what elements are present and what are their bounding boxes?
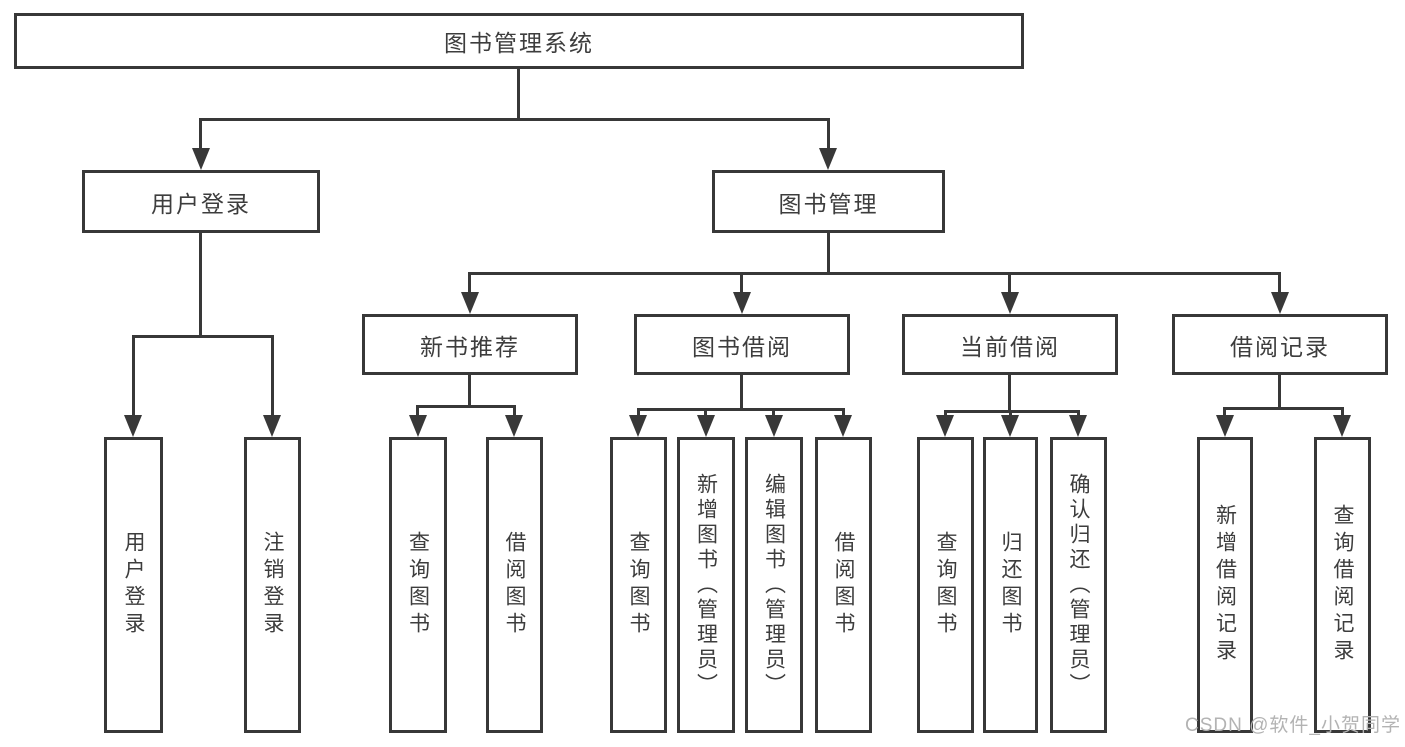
node-book-borrow: 图书借阅 — [634, 314, 850, 375]
connector-shaft-query-record — [1341, 407, 1344, 417]
leaf-query-record: 查询借阅记录 — [1314, 437, 1371, 733]
connector-borrow-record-bar — [1223, 407, 1343, 410]
arrowhead-return-book — [1001, 415, 1019, 437]
connector-new-book-bar — [416, 405, 516, 408]
arrowhead-borrow-book-2 — [834, 415, 852, 437]
leaf-add-book-label: 新增图书（管理员） — [694, 472, 718, 698]
leaf-user-login: 用户登录 — [104, 437, 163, 733]
arrowhead-query-record — [1333, 415, 1351, 437]
connector-shaft-query-book-3 — [944, 410, 947, 417]
connector-user-login-bar — [132, 335, 274, 338]
node-book-borrow-label: 图书借阅 — [692, 333, 792, 360]
leaf-logout-label: 注销登录 — [261, 531, 284, 639]
connector-shaft-borrow-book-2 — [842, 408, 845, 417]
connector-root-stem — [517, 69, 520, 118]
leaf-query-book-2-label: 查询图书 — [627, 531, 650, 639]
node-user-login: 用户登录 — [82, 170, 320, 233]
connector-shaft-borrow-record — [1278, 272, 1281, 295]
leaf-edit-book-label: 编辑图书（管理员） — [762, 472, 786, 698]
leaf-query-book-1-label: 查询图书 — [406, 531, 430, 639]
connector-shaft-query-book-2 — [637, 408, 640, 417]
node-root-label: 图书管理系统 — [444, 30, 594, 56]
connector-new-book-stem — [468, 375, 471, 405]
connector-current-borrow-stem — [1008, 375, 1011, 410]
connector-book-mgmt-stem — [827, 233, 830, 272]
leaf-user-login-label: 用户登录 — [122, 531, 145, 639]
arrowhead-confirm-return — [1069, 415, 1087, 437]
node-borrow-record-label: 借阅记录 — [1230, 333, 1330, 360]
leaf-borrow-book-2-label: 借阅图书 — [832, 531, 855, 639]
connector-shaft-add-book — [704, 408, 707, 417]
node-new-book-rec-label: 新书推荐 — [420, 333, 520, 360]
leaf-query-book-3: 查询图书 — [917, 437, 974, 733]
node-user-login-label: 用户登录 — [151, 190, 251, 217]
leaf-borrow-book-1: 借阅图书 — [486, 437, 543, 733]
arrowhead-borrow-book-1 — [505, 415, 523, 437]
leaf-return-book-label: 归还图书 — [999, 531, 1022, 639]
arrowhead-current-borrow — [1001, 292, 1019, 314]
leaf-confirm-return-label: 确认归还（管理员） — [1067, 472, 1090, 698]
leaf-add-record-label: 新增借阅记录 — [1213, 504, 1237, 666]
arrowhead-book-borrow — [733, 292, 751, 314]
arrowhead-leaf-logout — [263, 415, 281, 437]
connector-current-borrow-bar — [944, 410, 1080, 413]
node-book-mgmt: 图书管理 — [712, 170, 945, 233]
connector-borrow-record-stem — [1278, 375, 1281, 407]
arrowhead-add-book — [697, 415, 715, 437]
connector-shaft-edit-book — [772, 408, 775, 417]
leaf-confirm-return: 确认归还（管理员） — [1050, 437, 1107, 733]
leaf-add-record: 新增借阅记录 — [1197, 437, 1253, 733]
watermark: CSDN @软件_小贺同学 — [1185, 715, 1401, 736]
connector-shaft-book-mgmt — [827, 118, 830, 151]
arrowhead-edit-book — [765, 415, 783, 437]
arrowhead-borrow-record — [1271, 292, 1289, 314]
leaf-query-book-1: 查询图书 — [389, 437, 447, 733]
node-root: 图书管理系统 — [14, 13, 1024, 69]
arrowhead-add-record — [1216, 415, 1234, 437]
connector-book-mgmt-bar — [468, 272, 1281, 275]
connector-book-borrow-stem — [740, 375, 743, 408]
connector-shaft-confirm-return — [1077, 410, 1080, 417]
connector-shaft-new-book — [468, 272, 471, 295]
leaf-edit-book: 编辑图书（管理员） — [745, 437, 803, 733]
node-borrow-record: 借阅记录 — [1172, 314, 1388, 375]
leaf-query-book-3-label: 查询图书 — [934, 531, 957, 639]
arrowhead-book-mgmt — [819, 148, 837, 170]
node-current-borrow: 当前借阅 — [902, 314, 1118, 375]
connector-shaft-user-login — [199, 118, 202, 151]
connector-root-bar — [200, 118, 829, 121]
node-book-mgmt-label: 图书管理 — [778, 190, 879, 217]
leaf-query-book-2: 查询图书 — [610, 437, 667, 733]
leaf-borrow-book-1-label: 借阅图书 — [503, 531, 526, 639]
arrowhead-leaf-user-login — [124, 415, 142, 437]
connector-book-borrow-bar — [637, 408, 845, 411]
arrowhead-user-login — [192, 148, 210, 170]
connector-shaft-leaf-logout — [271, 335, 274, 417]
arrowhead-query-book-1 — [409, 415, 427, 437]
leaf-query-record-label: 查询借阅记录 — [1331, 504, 1354, 666]
leaf-logout: 注销登录 — [244, 437, 301, 733]
leaf-add-book: 新增图书（管理员） — [677, 437, 735, 733]
leaf-borrow-book-2: 借阅图书 — [815, 437, 872, 733]
connector-shaft-leaf-user-login — [132, 335, 135, 417]
connector-user-login-stem — [199, 233, 202, 335]
node-new-book-rec: 新书推荐 — [362, 314, 578, 375]
connector-shaft-return-book — [1009, 410, 1012, 417]
connector-shaft-current-borrow — [1008, 272, 1011, 295]
arrowhead-query-book-2 — [629, 415, 647, 437]
connector-shaft-borrow-book-1 — [513, 405, 516, 417]
connector-shaft-query-book-1 — [416, 405, 419, 417]
connector-shaft-book-borrow — [740, 272, 743, 295]
connector-shaft-add-record — [1223, 407, 1226, 417]
leaf-return-book: 归还图书 — [983, 437, 1038, 733]
node-current-borrow-label: 当前借阅 — [960, 333, 1060, 360]
arrowhead-query-book-3 — [936, 415, 954, 437]
arrowhead-new-book — [461, 292, 479, 314]
